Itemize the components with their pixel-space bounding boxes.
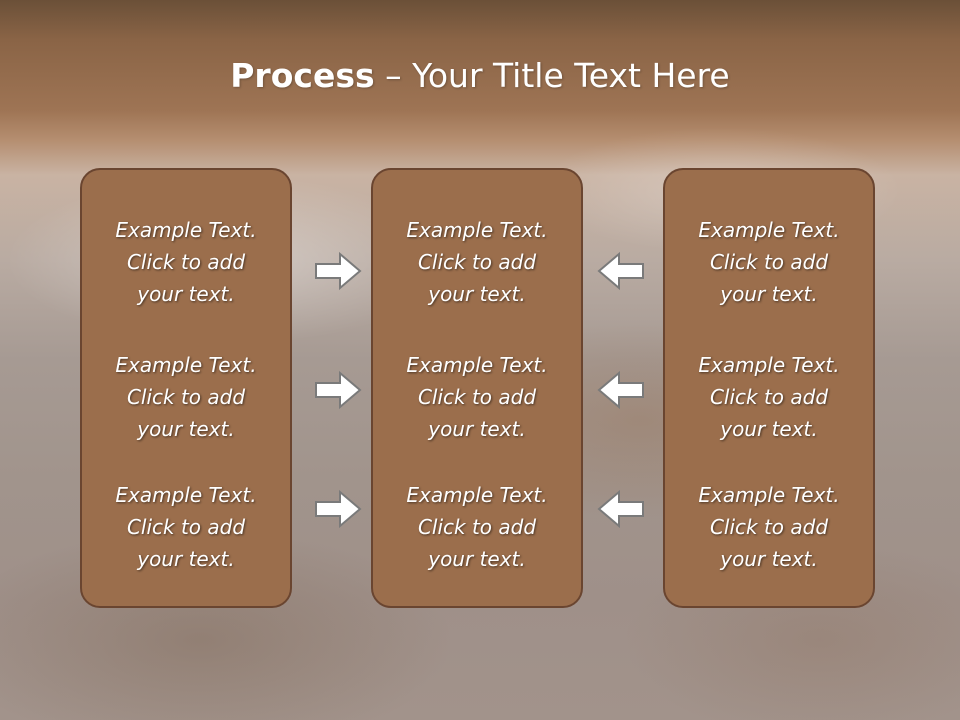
text-line: Click to add	[709, 385, 829, 409]
text-block[interactable]: Example Text. Click to add your text.	[82, 479, 290, 575]
text-line: your text.	[720, 417, 818, 441]
text-line: Click to add	[709, 515, 829, 539]
text-line: Click to add	[126, 515, 246, 539]
text-line: your text.	[720, 547, 818, 571]
text-block[interactable]: Example Text. Click to add your text.	[373, 349, 581, 445]
text-line: Example Text.	[698, 218, 840, 242]
text-line: your text.	[720, 282, 818, 306]
text-line: Example Text.	[115, 218, 257, 242]
text-line: Example Text.	[115, 483, 257, 507]
arrow-right-icon	[315, 370, 362, 410]
text-line: your text.	[137, 417, 235, 441]
text-line: Example Text.	[406, 353, 548, 377]
arrow-left-icon	[597, 370, 644, 410]
text-line: Example Text.	[406, 483, 548, 507]
text-line: Click to add	[417, 250, 537, 274]
text-block[interactable]: Example Text. Click to add your text.	[82, 349, 290, 445]
left-panel[interactable]: Example Text. Click to add your text. Ex…	[80, 168, 292, 608]
arrow-left-icon	[597, 251, 644, 291]
arrow-right-icon	[315, 489, 362, 529]
title-bold: Process	[230, 56, 375, 95]
text-block[interactable]: Example Text. Click to add your text.	[373, 214, 581, 310]
text-line: your text.	[428, 547, 526, 571]
text-block[interactable]: Example Text. Click to add your text.	[665, 349, 873, 445]
text-line: Click to add	[126, 385, 246, 409]
text-line: Example Text.	[115, 353, 257, 377]
text-block[interactable]: Example Text. Click to add your text.	[665, 214, 873, 310]
text-line: Example Text.	[698, 353, 840, 377]
text-line: Click to add	[709, 250, 829, 274]
text-line: Example Text.	[406, 218, 548, 242]
slide-title[interactable]: Process – Your Title Text Here	[0, 52, 960, 100]
text-line: your text.	[428, 282, 526, 306]
text-block[interactable]: Example Text. Click to add your text.	[82, 214, 290, 310]
right-panel[interactable]: Example Text. Click to add your text. Ex…	[663, 168, 875, 608]
text-line: Example Text.	[698, 483, 840, 507]
text-block[interactable]: Example Text. Click to add your text.	[665, 479, 873, 575]
arrow-right-icon	[315, 251, 362, 291]
text-line: your text.	[137, 282, 235, 306]
text-line: Click to add	[417, 515, 537, 539]
arrow-left-icon	[597, 489, 644, 529]
title-rest: – Your Title Text Here	[374, 56, 730, 95]
text-line: Click to add	[126, 250, 246, 274]
text-line: Click to add	[417, 385, 537, 409]
text-block[interactable]: Example Text. Click to add your text.	[373, 479, 581, 575]
center-panel[interactable]: Example Text. Click to add your text. Ex…	[371, 168, 583, 608]
text-line: your text.	[428, 417, 526, 441]
text-line: your text.	[137, 547, 235, 571]
